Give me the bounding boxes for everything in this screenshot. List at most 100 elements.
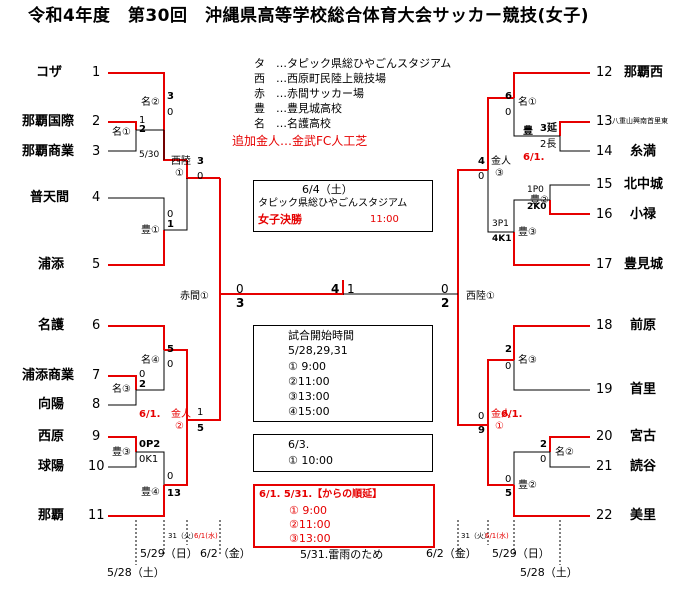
venue-label: 西陸① — [466, 291, 495, 302]
team-seed: 1 — [92, 65, 101, 80]
venue-label: 金人 — [491, 409, 511, 420]
team-seed: 7 — [92, 368, 101, 383]
team-name: 那覇西 — [624, 65, 664, 80]
start-time: ④15:00 — [288, 405, 330, 418]
legend-item: 赤 …赤間サッカー場 — [254, 87, 364, 100]
match-score: 0 — [478, 171, 485, 182]
team-seed: 18 — [596, 318, 613, 333]
match-score: 0 — [197, 171, 204, 182]
team-seed: 21 — [596, 459, 613, 474]
venue-label: 名② — [141, 97, 160, 108]
match-score: 2 — [139, 379, 146, 390]
rain-note: 5/31.雷雨のため — [300, 548, 384, 561]
date-label: 5/29（日） — [140, 547, 198, 560]
match-score: 2長 — [540, 139, 557, 150]
june3-time: ① 10:00 — [288, 454, 334, 467]
match-score: 13 — [167, 488, 181, 499]
match-score: 3P1 — [492, 219, 509, 229]
page-title: 令和4年度 第30回 沖縄県高等学校総合体育大会サッカー競技(女子) — [28, 6, 590, 26]
match-score: 2 — [540, 439, 547, 450]
team-name: 宮古 — [630, 429, 657, 444]
team-seed: 10 — [88, 459, 105, 474]
rain-time: ① 9:00 — [289, 504, 328, 517]
final-venue: タピック県総ひやごんスタジアム — [258, 198, 408, 209]
venue-label: 豊③ — [518, 227, 537, 238]
date-label: 6/1(水) — [194, 532, 218, 540]
venue-label: 豊④ — [141, 487, 160, 498]
legend-item: タ …タピック県総ひやごんスタジアム — [254, 57, 452, 70]
venue-label: 名② — [555, 447, 574, 458]
match-score: 4K1 — [492, 234, 512, 244]
match-score: 0P2 — [139, 439, 161, 450]
final-score-right: 1 — [347, 282, 355, 296]
match-score: 1P0 — [527, 185, 544, 195]
match-score: 5 — [167, 344, 174, 355]
team-seed: 9 — [92, 429, 101, 444]
match-score: 0 — [505, 361, 512, 372]
date-label: 6/1. — [523, 152, 545, 163]
date-label: 5/30 — [139, 150, 160, 160]
match-score: 0 — [505, 474, 512, 485]
june3-date: 6/3. — [288, 438, 310, 451]
match-score: 0K1 — [139, 454, 159, 465]
match-score: 0 — [505, 107, 512, 118]
team-seed: 5 — [92, 257, 101, 272]
date-label: 5/28（土） — [107, 566, 165, 579]
match-score: 0 — [540, 454, 547, 465]
final-label: 女子決勝 — [258, 213, 302, 226]
rain-heading: 6/1. 5/31.【からの順延】 — [259, 489, 383, 500]
legend-item: 豊 …豊見城高校 — [254, 102, 342, 115]
team-name: 那覇商業 — [22, 144, 75, 159]
date-label: 31（火） — [461, 532, 491, 540]
match-score: 0 — [167, 107, 174, 118]
team-seed: 14 — [596, 144, 613, 159]
team-seed: 16 — [596, 207, 613, 222]
venue-label: ① — [495, 421, 504, 432]
match-score: 4 — [478, 156, 485, 167]
venue-label: 豊③ — [112, 447, 131, 458]
final-time: 11:00 — [370, 214, 399, 225]
team-name: 那覇国際 — [22, 114, 75, 129]
team-seed: 8 — [92, 397, 101, 412]
team-name: 読谷 — [630, 459, 657, 474]
team-seed: 11 — [88, 508, 105, 523]
rain-time: ③13:00 — [289, 532, 331, 545]
team-name: 那覇 — [38, 508, 65, 523]
venue-label: 名③ — [112, 384, 131, 395]
match-score: 3 — [197, 156, 204, 167]
match-score: 1 — [167, 219, 174, 230]
match-score: 0 — [236, 282, 244, 296]
team-name: 浦添 — [38, 257, 65, 272]
date-label: 5/29（日） — [492, 547, 550, 560]
date-label: 6/2（金） — [200, 547, 251, 560]
team-name: 糸満 — [630, 144, 657, 159]
team-seed: 17 — [596, 257, 613, 272]
team-seed: 6 — [92, 318, 101, 333]
team-name: 小禄 — [630, 207, 657, 222]
date-label: 6/1(水) — [485, 532, 509, 540]
match-score: 0 — [478, 411, 485, 422]
team-name: 普天間 — [30, 190, 70, 205]
venue-label: 豊② — [530, 195, 549, 206]
venue-label: 金人 — [491, 156, 511, 167]
team-seed: 3 — [92, 144, 101, 159]
match-score: 0 — [139, 369, 146, 380]
rain-postpone-box: 6/1. 5/31.【からの順延】 ① 9:00 ②11:00 ③13:00 — [253, 484, 435, 548]
team-name: 浦添商業 — [22, 368, 75, 383]
venue-label: 金人 — [171, 409, 191, 420]
team-seed: 22 — [596, 508, 613, 523]
team-seed: 15 — [596, 177, 613, 192]
venue-label: 赤間① — [180, 291, 209, 302]
date-label: 6/2（金） — [426, 547, 477, 560]
final-date: 6/4（土） — [302, 183, 353, 196]
match-score: 1 — [139, 115, 146, 126]
venue-label: 豊② — [518, 480, 537, 491]
team-name: 向陽 — [38, 397, 65, 412]
match-score: 0 — [167, 471, 174, 482]
match-score: 2 — [139, 124, 146, 135]
legend-item: 名 …名護高校 — [254, 117, 331, 130]
match-score: 1 — [197, 407, 204, 418]
venue-label: 名① — [518, 97, 537, 108]
team-name: 北中城 — [624, 177, 664, 192]
